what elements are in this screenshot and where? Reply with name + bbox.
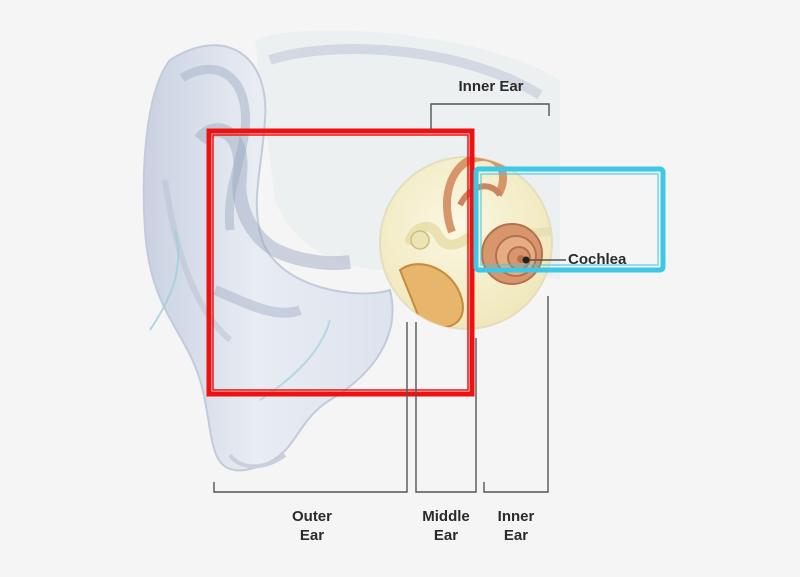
- cochlea-highlight: [473, 166, 666, 273]
- inset-circle: [379, 156, 553, 330]
- label-inner-ear-bottom: Inner Ear: [476, 507, 556, 545]
- cochlea-illustration: [481, 223, 543, 285]
- label-outer-ear-line2: Ear: [299, 527, 325, 544]
- label-middle-ear-line2: Ear: [433, 527, 459, 544]
- outer-middle-ear-highlight: [206, 128, 475, 397]
- label-middle-ear: Middle Ear: [406, 507, 486, 545]
- inner-ear-bracket: [483, 296, 549, 493]
- cochlea-pointer-dot: [522, 256, 530, 264]
- middle-ear-bracket: [415, 322, 477, 493]
- outer-ear-bracket: [213, 322, 408, 493]
- leader-lines: [213, 103, 566, 493]
- ossicles: [405, 221, 473, 250]
- inner-ear-top-bracket: [430, 103, 550, 130]
- label-inner-ear-bottom-line1: Inner: [497, 508, 535, 525]
- cochlea-highlight-inner: [480, 173, 659, 266]
- outer-middle-ear-highlight-inner: [212, 134, 469, 391]
- label-outer-ear-line1: Outer: [291, 508, 332, 525]
- label-middle-ear-line1: Middle: [422, 508, 470, 525]
- semicircular-canals: [442, 157, 507, 234]
- label-outer-ear: Outer Ear: [272, 507, 352, 545]
- label-inner-ear-top: Inner Ear: [458, 78, 524, 95]
- label-inner-ear-bottom-line2: Ear: [503, 527, 529, 544]
- label-cochlea: Cochlea: [568, 251, 627, 268]
